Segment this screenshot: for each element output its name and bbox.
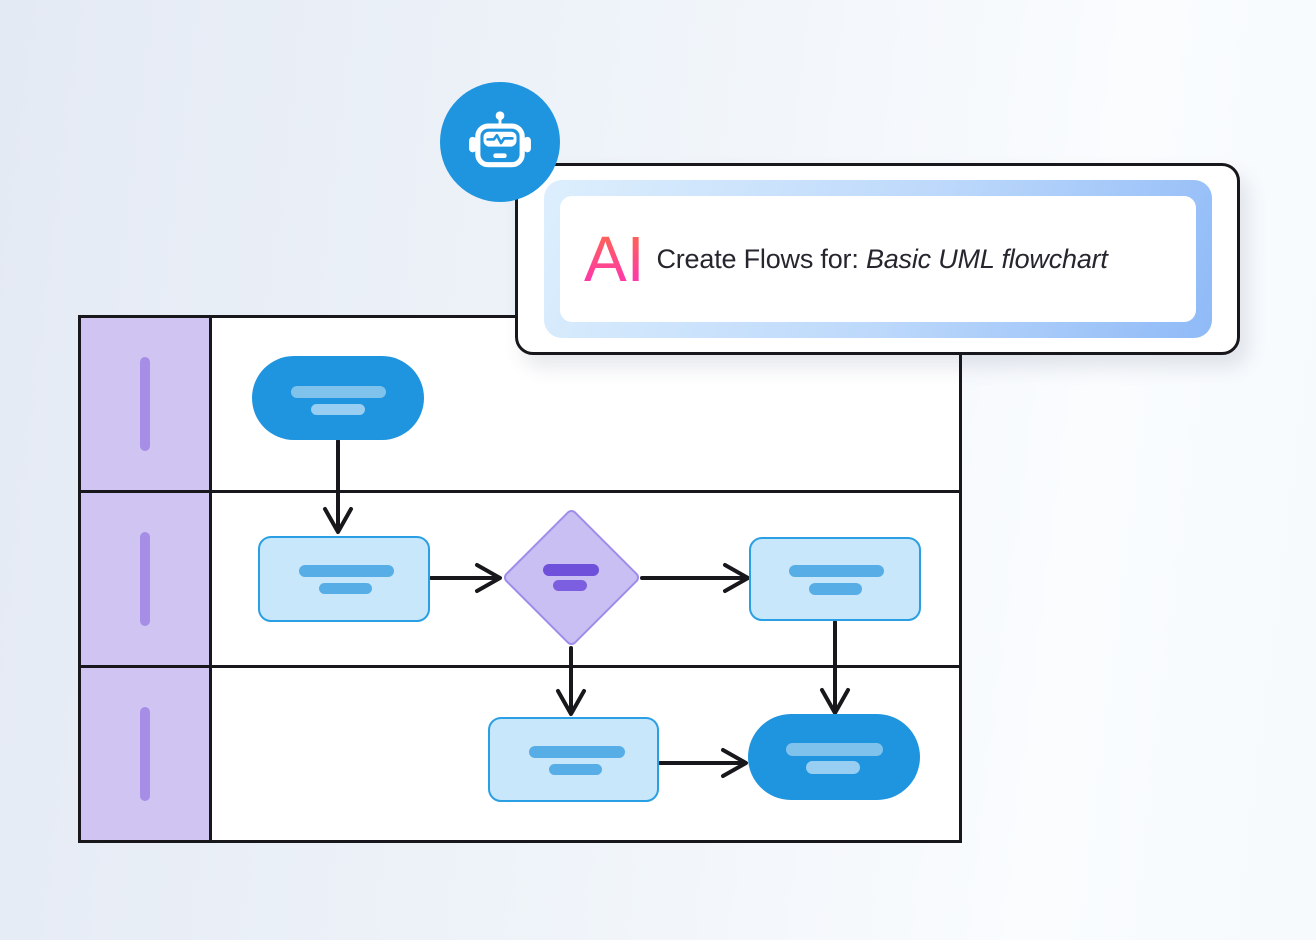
text-placeholder-bar bbox=[291, 386, 386, 398]
flow-node-process-1[interactable] bbox=[258, 536, 430, 622]
ai-prompt-card[interactable]: AI Create Flows for: Basic UML flowchart bbox=[515, 163, 1240, 355]
ai-gradient-label: AI bbox=[584, 223, 645, 295]
text-placeholder-bar bbox=[529, 746, 625, 758]
edge-start-to-process-1 bbox=[323, 439, 353, 534]
lane-label-placeholder-bar bbox=[140, 532, 150, 626]
flow-node-start[interactable] bbox=[252, 356, 424, 440]
text-placeholder-bar bbox=[809, 583, 862, 595]
flow-node-process-2[interactable] bbox=[749, 537, 921, 621]
ai-prompt-gradient-frame: AI Create Flows for: Basic UML flowchart bbox=[544, 180, 1212, 338]
lane-1-header[interactable] bbox=[81, 318, 212, 490]
text-placeholder-bar bbox=[786, 743, 883, 756]
text-placeholder-bar bbox=[549, 764, 602, 775]
diamond-shape bbox=[501, 507, 642, 648]
edge-decision-to-process-3 bbox=[556, 646, 586, 716]
edge-process-1-to-decision bbox=[429, 563, 502, 593]
text-placeholder-bar bbox=[311, 404, 365, 415]
ai-prompt-text: Create Flows for: Basic UML flowchart bbox=[656, 244, 1107, 275]
flow-node-end[interactable] bbox=[748, 714, 920, 800]
lane-label-placeholder-bar bbox=[140, 357, 150, 451]
ai-prompt-emphasis: Basic UML flowchart bbox=[865, 243, 1108, 274]
lane-label-placeholder-bar bbox=[140, 707, 150, 801]
lane-3-header[interactable] bbox=[81, 668, 212, 840]
ai-robot-badge bbox=[440, 82, 560, 202]
text-placeholder-bar bbox=[319, 583, 372, 594]
text-placeholder-bar bbox=[553, 580, 587, 591]
flow-node-decision[interactable] bbox=[501, 507, 642, 648]
edge-decision-to-process-2 bbox=[640, 563, 750, 593]
lane-2-header[interactable] bbox=[81, 493, 212, 665]
text-placeholder-bar bbox=[806, 761, 860, 774]
robot-icon bbox=[469, 111, 531, 168]
text-placeholder-bar bbox=[789, 565, 884, 577]
flow-node-process-3[interactable] bbox=[488, 717, 659, 802]
text-placeholder-bar bbox=[299, 565, 394, 577]
ai-prompt-prefix: Create Flows for: bbox=[656, 243, 866, 274]
edge-process-2-to-end bbox=[820, 620, 850, 715]
text-placeholder-bar bbox=[543, 564, 599, 576]
edge-process-3-to-end bbox=[658, 748, 748, 778]
ai-prompt-content: AI Create Flows for: Basic UML flowchart bbox=[560, 196, 1196, 322]
